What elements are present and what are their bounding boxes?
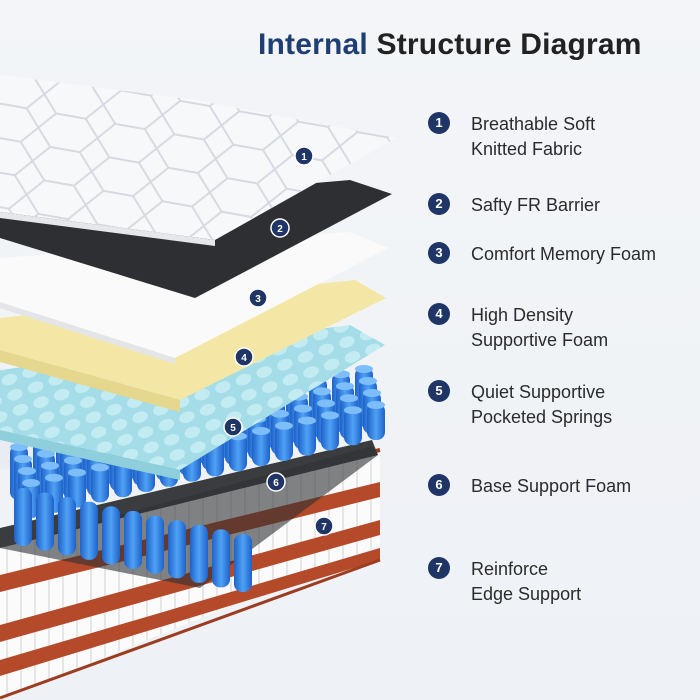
legend-label-line: Reinforce <box>471 559 549 579</box>
legend-label-line: Quiet Supportive <box>471 382 606 402</box>
legend-label-line: Pocketed Springs <box>471 407 613 427</box>
callout-marker-1: 1 <box>294 146 314 166</box>
spring-coil <box>298 416 316 456</box>
callout-number: 4 <box>241 353 247 364</box>
legend-number-badge: 1 <box>428 112 450 134</box>
callout-number: 6 <box>273 478 279 489</box>
spring-coil <box>252 427 270 466</box>
spring-coil <box>168 520 186 579</box>
spring-coil <box>190 524 208 583</box>
spring-coil <box>212 529 230 588</box>
spring-coil <box>367 401 385 440</box>
legend-number-badge: 4 <box>428 303 450 325</box>
spring-coil <box>344 406 362 446</box>
spring-coil <box>102 506 120 565</box>
legend-label: Safty FR Barrier <box>471 193 696 218</box>
callout-marker-2: 2 <box>270 218 290 238</box>
legend-label: Comfort Memory Foam <box>471 242 696 267</box>
callout-number: 7 <box>321 522 327 533</box>
legend-number-badge: 7 <box>428 557 450 579</box>
spring-coil <box>146 515 164 574</box>
spring-coil <box>14 488 32 546</box>
page-title: Internal Structure Diagram <box>258 28 642 62</box>
callout-marker-3: 3 <box>248 288 268 308</box>
callout-number: 2 <box>277 224 283 235</box>
legend-label-line: Breathable Soft <box>471 114 596 134</box>
legend-number-badge: 5 <box>428 380 450 402</box>
spring-coil <box>80 501 98 560</box>
callout-marker-4: 4 <box>234 347 254 367</box>
callout-marker-7: 7 <box>314 516 334 536</box>
callout-marker-5: 5 <box>223 417 243 437</box>
legend-label-line: Supportive Foam <box>471 330 609 350</box>
legend-number-badge: 3 <box>428 242 450 264</box>
legend-label-line: Knitted Fabric <box>471 139 583 159</box>
title-rest: Structure Diagram <box>376 28 642 61</box>
spring-coil <box>36 492 54 551</box>
spring-coil <box>234 534 252 592</box>
spring-coil <box>91 463 109 503</box>
callout-markers: 1 2 3 4 5 6 7 <box>223 146 334 536</box>
spring-coil <box>275 421 293 461</box>
title-accent: Internal <box>258 28 368 61</box>
legend-label: Base Support Foam <box>471 474 696 499</box>
spring-coil <box>321 411 339 451</box>
spring-coil <box>58 497 76 556</box>
callout-number: 1 <box>301 152 307 163</box>
callout-number: 5 <box>230 423 236 434</box>
layer-knitted-fabric <box>0 75 396 246</box>
callout-number: 3 <box>255 294 261 305</box>
spring-coil <box>68 468 86 508</box>
legend-label-line: Base Support Foam <box>471 476 632 496</box>
legend-label-line: Edge Support <box>471 584 582 604</box>
legend-label-line: High Density <box>471 305 574 325</box>
legend-label-line: Safty FR Barrier <box>471 195 601 215</box>
legend-number-badge: 2 <box>428 193 450 215</box>
legend-label-line: Comfort Memory Foam <box>471 244 657 264</box>
legend-number-badge: 6 <box>428 474 450 496</box>
spring-coil <box>124 511 142 569</box>
callout-marker-6: 6 <box>266 472 286 492</box>
